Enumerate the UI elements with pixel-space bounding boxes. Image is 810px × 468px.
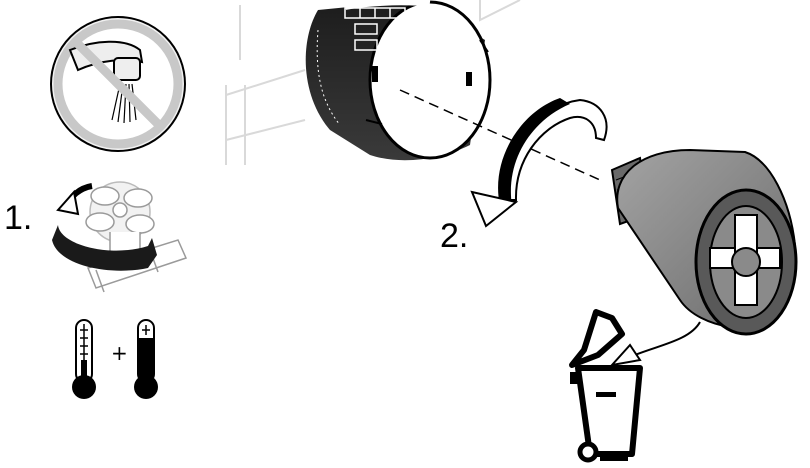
hot-thermometer-icon — [134, 320, 158, 399]
unscrew-arrow-icon — [472, 98, 607, 226]
cartridge-body-icon — [306, 0, 600, 180]
shut-off-valve-icon — [86, 182, 186, 292]
no-water-flow-icon — [51, 17, 185, 151]
cold-thermometer-icon — [72, 320, 96, 399]
cartridge-filter-icon — [612, 150, 796, 365]
waste-bin-icon — [570, 312, 640, 460]
step-2-label: 2. — [440, 219, 468, 253]
step-1-label: 1. — [4, 201, 32, 235]
plus-sign: + — [111, 341, 128, 365]
